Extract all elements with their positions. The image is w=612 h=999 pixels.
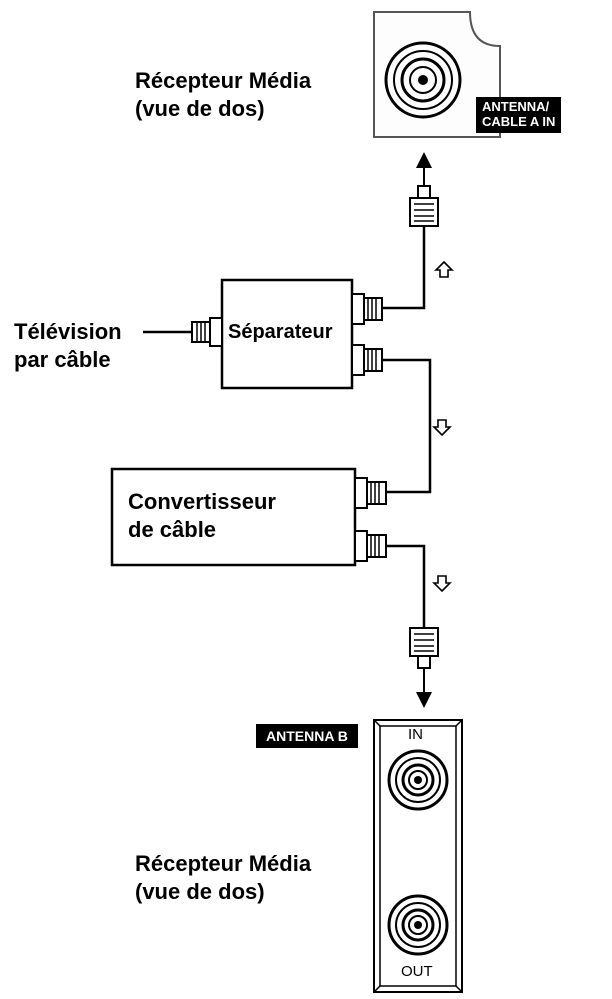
cable-splitter-to-converter <box>382 358 432 494</box>
splitter-input-port <box>191 317 223 347</box>
bottom-receiver-title-line1: Récepteur Média <box>135 851 312 876</box>
converter-line2: de câble <box>128 516 217 542</box>
splitter-output-port-top <box>351 293 383 325</box>
down-direction-arrow-icon-2 <box>432 575 452 593</box>
antenna-b-in-jack <box>387 749 449 811</box>
cable-converter-box <box>110 467 357 567</box>
antenna-b-out-jack <box>387 894 449 956</box>
antenna-cable-a-in-badge: ANTENNA/ CABLE A IN <box>476 97 562 133</box>
bottom-receiver-panel <box>373 719 463 993</box>
antenna-b-badge: ANTENNA B <box>256 724 358 749</box>
in-port-label: IN <box>408 726 423 743</box>
antenna-cable-a-in-jack <box>384 41 462 119</box>
out-port-label: OUT <box>401 963 433 980</box>
converter-line1: Convertisseur <box>128 489 276 514</box>
cable-tv-line1: Télévision <box>14 319 122 344</box>
top-receiver-title-line2: (vue de dos) <box>135 95 265 121</box>
converter-input-port <box>354 477 387 509</box>
top-receiver-panel <box>373 11 501 138</box>
bottom-receiver-title-line2: (vue de dos) <box>135 878 265 904</box>
badge-line1: ANTENNA/ <box>482 99 550 114</box>
converter-output-port <box>354 530 387 562</box>
top-receiver-title-line1: Récepteur Média <box>135 68 312 93</box>
badge-line2: CABLE A IN <box>482 113 556 129</box>
cable-converter-to-bottom-receiver <box>386 544 426 628</box>
splitter-box <box>220 278 354 390</box>
splitter-output-port-bottom <box>351 344 383 376</box>
top-f-connector <box>409 185 439 227</box>
splitter-label: Séparateur <box>228 321 333 343</box>
converter-label: Convertisseur de câble <box>128 488 276 543</box>
cable-splitter-to-top-receiver <box>382 226 426 310</box>
up-direction-arrow-icon <box>434 260 454 278</box>
top-receiver-title: Récepteur Média (vue de dos) <box>135 67 311 122</box>
bottom-receiver-title: Récepteur Média (vue de dos) <box>135 850 311 905</box>
bottom-f-connector <box>409 627 439 669</box>
cable-tv-source-label: Télévision par câble <box>14 318 122 373</box>
down-direction-arrow-icon <box>432 419 452 437</box>
cable-tv-line2: par câble <box>14 346 111 372</box>
